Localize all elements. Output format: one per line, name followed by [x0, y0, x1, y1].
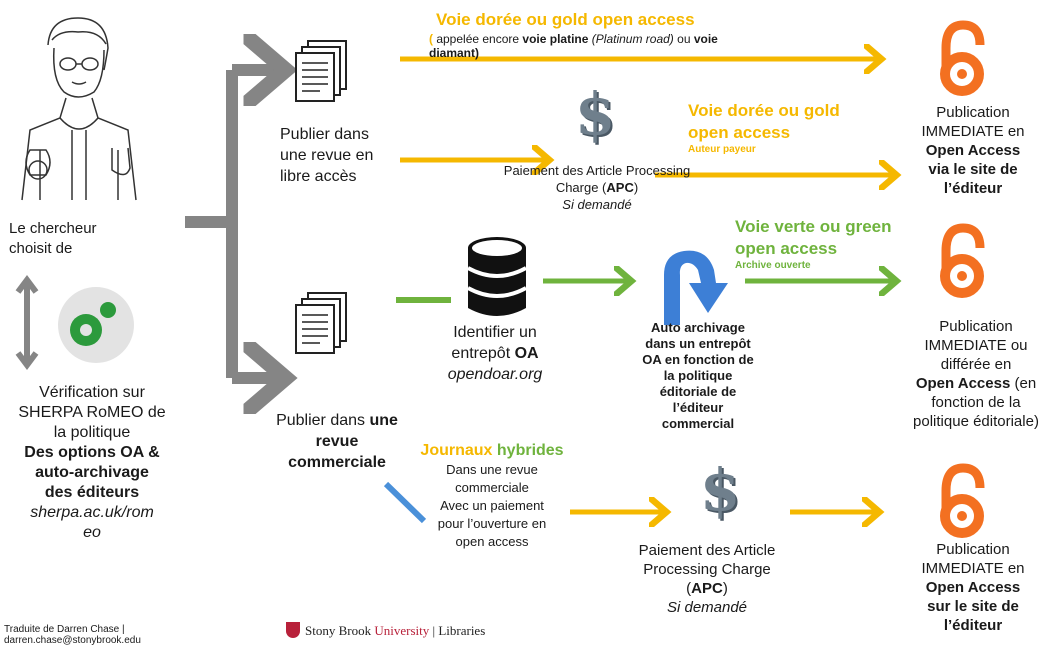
sherpa-line-4: Des options OA & — [24, 444, 160, 461]
publish-open-line-2: une revue en — [280, 147, 374, 164]
shield-icon — [286, 622, 300, 638]
sherpa-line-5: auto-archivage — [35, 464, 149, 481]
open-access-icon-middle — [940, 223, 985, 298]
pub-immediate-top: Publication IMMEDIATE en Open Access via… — [921, 104, 1025, 197]
hybrid-connector — [383, 481, 427, 524]
publish-open-line-1: Publier dans — [280, 126, 369, 143]
stony-brook-logo: Stony Brook University | Libraries — [286, 622, 485, 639]
sherpa-line-6: des éditeurs — [44, 484, 140, 501]
translation-credit: Traduite de Darren Chase | darren.chase@… — [4, 624, 141, 646]
database-icon — [467, 237, 527, 316]
open-access-icon-top — [940, 20, 985, 96]
apc-top-line-2: Charge (APC) — [555, 180, 639, 195]
gold-mid-label: Voie dorée ou gold open access Auteur pa… — [688, 100, 840, 155]
researcher-line-1: Le chercheur — [9, 220, 97, 237]
double-arrow — [15, 275, 39, 370]
gold-top-title: Voie dorée ou gold open access — [436, 10, 695, 29]
sherpa-check-block: Vérification sur SHERPA RoMEO de la poli… — [2, 383, 182, 543]
sherpa-line-2: SHERPA RoMEO de — [18, 404, 166, 421]
researcher-label: Le chercheur choisit de — [9, 219, 97, 259]
gold-top-subtitle: ( appelée encore voie platine (Platinum … — [429, 32, 718, 60]
sherpa-url-line-2: eo — [83, 524, 101, 541]
sherpa-romeo-logo-icon — [58, 287, 134, 363]
repo-label: Identifier un entrepôt OA opendoar.org — [447, 324, 543, 383]
apc-top-line-3: Si demandé — [562, 197, 632, 212]
hybrid-block: Journaux hybrides Dans une revue commerc… — [420, 442, 564, 549]
dollar-icon-top: $ — [575, 80, 616, 148]
gold-mid-line-3: Auteur payeur — [688, 144, 756, 155]
open-access-icon-bottom — [940, 463, 985, 538]
branch-connector — [185, 70, 282, 378]
researcher-line-2: choisit de — [9, 240, 73, 257]
publish-open-line-3: libre accès — [280, 168, 357, 185]
sherpa-line-3: la politique — [53, 424, 131, 441]
self-archive-label: Auto archivage dans un entrepôt OA en fo… — [642, 320, 754, 431]
pub-immediate-bottom: Publication IMMEDIATE en Open Access sur… — [921, 541, 1025, 634]
dollar-icon-bottom: $ — [700, 456, 741, 524]
apc-top-block: Paiement des Article Processing Charge (… — [462, 162, 732, 213]
publish-commercial-line-1: Publier dans une — [276, 412, 398, 429]
gold-mid-line-1: Voie dorée ou gold — [688, 101, 840, 120]
apc-bottom-block: Paiement des Article Processing Charge (… — [638, 542, 776, 616]
documents-icon-commercial — [295, 292, 347, 354]
sherpa-line-1: Vérification sur — [39, 384, 145, 401]
apc-top-line-1: Paiement des Article Processing — [503, 163, 691, 178]
pub-delayed: Publication IMMEDIATE ou différée en Ope… — [913, 318, 1039, 430]
publish-commercial-label: Publier dans une revue commerciale — [252, 410, 422, 473]
publish-commercial-line-3: commerciale — [288, 454, 386, 471]
green-route-label: Voie verte ou green open access Archive … — [735, 217, 892, 271]
publish-open-label: Publier dans une revue en libre accès — [280, 124, 373, 187]
sherpa-url-line-1: sherpa.ac.uk/rom — [30, 504, 154, 521]
publish-commercial-line-2: revue — [315, 433, 359, 450]
self-archive-curve-icon — [664, 250, 728, 325]
researcher-illustration-icon — [21, 17, 137, 201]
documents-icon-open — [295, 40, 347, 102]
gold-mid-line-2: open access — [688, 123, 791, 142]
